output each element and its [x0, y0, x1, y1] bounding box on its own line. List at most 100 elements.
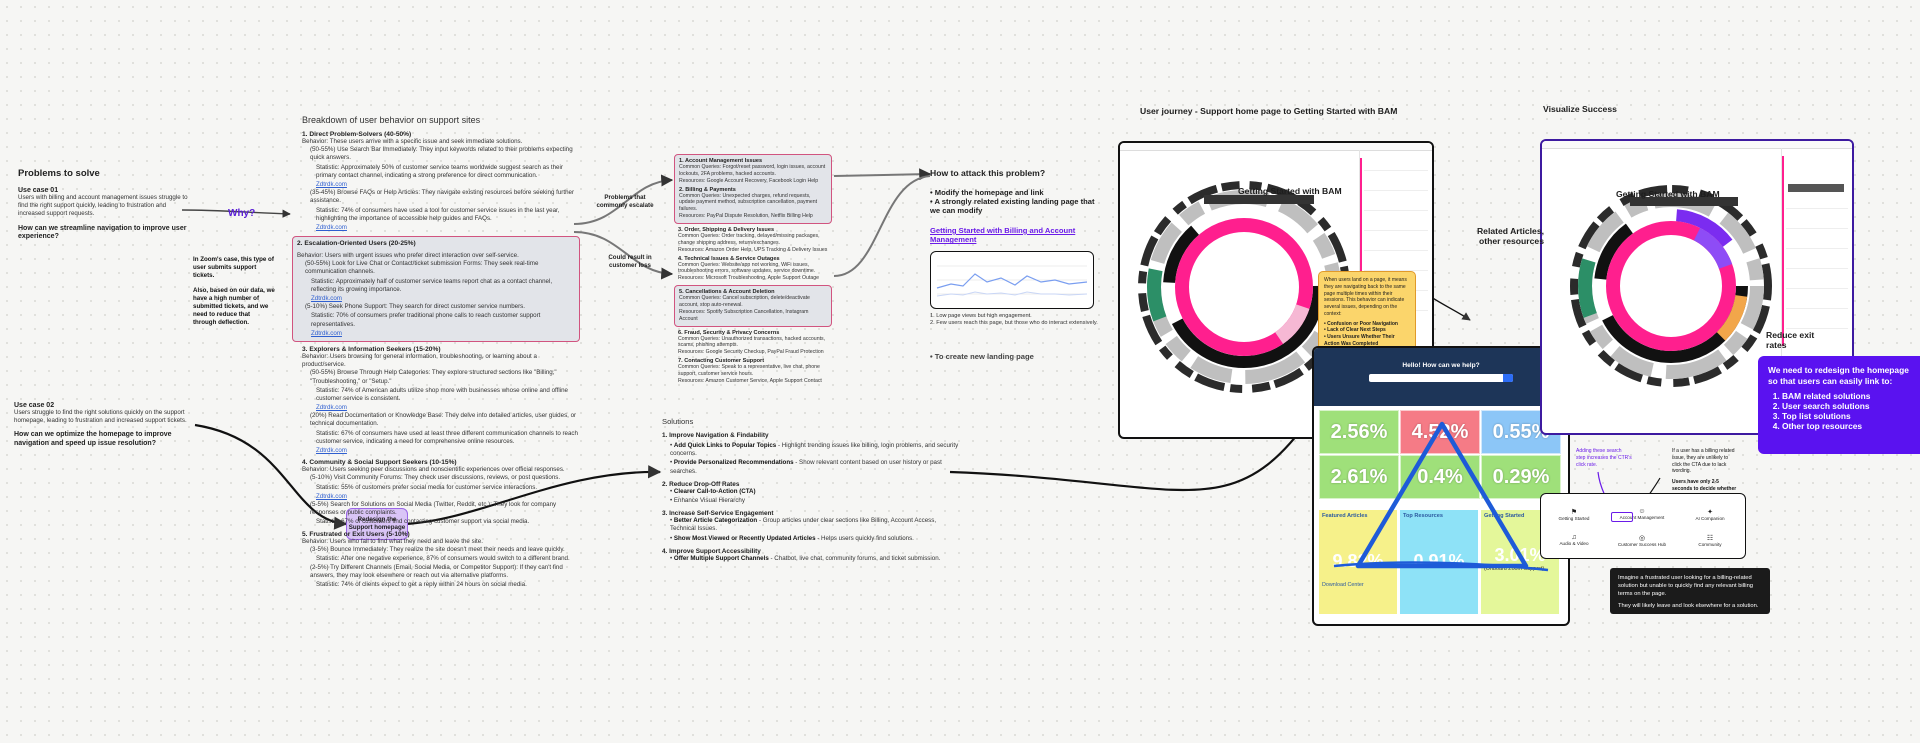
- solutions-panel: Solutions 1. Improve Navigation & Findab…: [662, 417, 962, 564]
- getting-started-title: Getting Started: [1484, 513, 1525, 519]
- featured-articles-title: Featured Articles: [1322, 513, 1368, 519]
- segment-5-body: Behavior: Users who fail to find what th…: [302, 537, 483, 545]
- source-link[interactable]: Zdtrdk.com: [316, 447, 347, 454]
- solution-4-bullet-1-label: Offer Multiple Support Channels: [673, 554, 769, 562]
- sparkline-chart: [936, 265, 1088, 297]
- category-cards-frame: ⚑Getting Started ☺Account Management ✦AI…: [1540, 493, 1746, 559]
- solution-2-title: 2. Reduce Drop-Off Rates: [662, 480, 740, 488]
- success-title: Visualize Success: [1543, 104, 1617, 114]
- redesign-homepage-card[interactable]: Redesign the Support homepage: [346, 508, 408, 540]
- attack-bullet-3-text: To create new landing page: [934, 351, 1034, 361]
- success-chart-label: Getting Started with BAM: [1616, 189, 1720, 199]
- people-icon: ☷: [1706, 535, 1714, 542]
- journey-callout-b2-text: Lack of Clear Next Steps: [1327, 327, 1386, 334]
- solution-3-bullet-2: • Show Most Viewed or Recently Updated A…: [670, 534, 914, 542]
- redesign-homepage-label: Redesign the Support homepage: [348, 516, 406, 531]
- solution-1-bullet-1-label: Add Quick Links to Popular Topics: [673, 442, 777, 449]
- segment-4-stat: Statistic: 55% of customers prefer socia…: [316, 483, 538, 491]
- problems-panel: Problems to solve Use case 01 Users with…: [18, 168, 190, 242]
- journey-title: User journey - Support home page to Gett…: [1140, 106, 1398, 116]
- purple-note: Adding these search step increases the C…: [1576, 448, 1632, 468]
- issue-3-body: Common Queries: Order tracking, delayed/…: [678, 233, 820, 246]
- issue-4-body: Common Queries: Website/app not working,…: [678, 261, 816, 275]
- solution-2-bullet-2: • Enhance Visual Hierarchy: [670, 496, 745, 504]
- segment-1-body: Behavior: These users arrive with a spec…: [302, 138, 523, 145]
- attack-bullet-3: • To create new landing page: [930, 351, 1034, 361]
- attack-bullet-1-text: Modify the homepage and link: [934, 188, 1044, 197]
- issue-5-title: 5. Cancellations & Account Deletion: [679, 289, 775, 296]
- homepage-search-input[interactable]: [1369, 374, 1513, 382]
- segment-5-bullet: (3-5%) Bounce Immediately: They realize …: [310, 545, 565, 553]
- source-link[interactable]: Zdtrdk.com: [316, 492, 347, 500]
- solution-4-bullet-1: • Offer Multiple Support Channels - Chat…: [670, 554, 941, 562]
- solution-1-bullet-1-desc: - Highlight trending issues like billing…: [670, 442, 959, 458]
- segment-3-body: Behavior: Users browsing for general inf…: [302, 352, 537, 369]
- issue-2-title: 2. Billing & Payments: [679, 186, 736, 193]
- download-center-link[interactable]: Download Center: [1322, 582, 1364, 588]
- breakdown-title: Breakdown of user behavior on support si…: [302, 115, 481, 125]
- redesign-callout: We need to redesign the homepage so that…: [1758, 356, 1920, 454]
- solution-2-bullet-2-label: Enhance Visual Hierarchy: [673, 496, 745, 504]
- issue-1-highlight: 1. Account Management Issues Common Quer…: [674, 154, 832, 225]
- solution-4-bullet-1-desc: - Chatbot, live chat, community forums, …: [768, 554, 941, 562]
- headphones-icon: ♫: [1571, 534, 1577, 541]
- issue-3-4: 3. Order, Shipping & Delivery Issues Com…: [674, 227, 832, 282]
- solution-3-title: 3. Increase Self-Service Engagement: [662, 510, 774, 518]
- segment-1-bullet: (35-45%) Browse FAQs or Help Articles: T…: [310, 189, 575, 205]
- source-link[interactable]: Zdtrdk.com: [316, 223, 347, 231]
- solution-1-bullet-2: • Provide Personalized Recommendations -…: [670, 459, 942, 475]
- attack-bullet-2: • A strongly related existing landing pa…: [930, 197, 1095, 216]
- redesign-callout-list: BAM related solutions User search soluti…: [1768, 391, 1910, 431]
- redesign-callout-item: Top list solutions: [1782, 411, 1910, 421]
- use-case-2-title: Use case 02: [14, 402, 55, 409]
- journey-callout: When users land on a page, it means they…: [1318, 271, 1416, 354]
- segment-2-body: Behavior: Users with urgent issues who p…: [297, 252, 519, 260]
- reduce-exit-label: Reduce exit rates: [1766, 330, 1815, 351]
- segment-2-title: 2. Escalation-Oriented Users (20-25%): [297, 240, 416, 248]
- category-card[interactable]: ♫Audio & Video: [1549, 534, 1599, 546]
- search-icon[interactable]: [1503, 374, 1513, 382]
- category-card-label: Customer Success Hub: [1617, 542, 1667, 547]
- source-link[interactable]: Zdtrdk.com: [316, 180, 347, 188]
- source-link[interactable]: Zdtrdk.com: [311, 295, 342, 302]
- hub-icon: ◎: [1638, 535, 1646, 542]
- redesign-callout-title: We need to redesign the homepage so that…: [1768, 365, 1909, 386]
- segment-1-stat: Statistic: Approximately 50% of customer…: [316, 163, 563, 179]
- bam-landing-link[interactable]: Getting Started with Billing and Account…: [930, 225, 1076, 245]
- category-card[interactable]: ◎Customer Success Hub: [1617, 534, 1667, 547]
- segment-1-title: 1. Direct Problem-Solvers (40-50%): [302, 131, 412, 138]
- category-card-label: Getting Started: [1558, 516, 1590, 521]
- source-link[interactable]: Zdtrdk.com: [316, 404, 347, 412]
- category-card-label: AI Companion: [1695, 516, 1725, 521]
- solution-1-title: 1. Improve Navigation & Findability: [662, 432, 769, 439]
- issue-1-title: 1. Account Management Issues: [679, 158, 763, 164]
- category-card[interactable]: ☺Account Management: [1617, 508, 1667, 520]
- attack-panel: How to attack this problem? • Modify the…: [930, 168, 1100, 361]
- category-card[interactable]: ⚑Getting Started: [1549, 508, 1599, 521]
- segment-4-bullet: (5-5%) Search for Solutions on Social Me…: [310, 500, 557, 517]
- segment-2-highlight: 2. Escalation-Oriented Users (20-25%) Be…: [292, 236, 580, 342]
- redesign-callout-item: BAM related solutions: [1782, 391, 1910, 401]
- segment-3-stat: Statistic: 67% of consumers have used at…: [316, 429, 578, 445]
- category-card[interactable]: ☷Community: [1685, 534, 1735, 547]
- solution-1-bullet-2-desc: - Show relevant content based on user hi…: [670, 459, 942, 475]
- solution-2-bullet-1-label: Clearer Call-to-Action (CTA): [673, 487, 756, 495]
- heat-tile: 0.4%: [1400, 455, 1480, 499]
- success-side-list: [1781, 148, 1852, 433]
- zoom-note-2: Also, based on our data, we have a high …: [193, 286, 275, 327]
- category-card[interactable]: ✦AI Companion: [1685, 508, 1735, 521]
- category-card-label: Community: [1698, 542, 1722, 547]
- category-card-label: Audio & Video: [1559, 541, 1589, 546]
- issue-5-resources: Resources: Spotify Subscription Cancella…: [679, 308, 809, 322]
- journey-toolbar: [1120, 143, 1432, 151]
- attack-bullet-1: • Modify the homepage and link: [930, 188, 1044, 197]
- issue-7-resources: Resources: Amazon Customer Service, Appl…: [678, 377, 822, 384]
- zoom-note-1: In Zoom's case, this type of user submit…: [193, 256, 274, 280]
- getting-started-sub: (Onboard Zoom Support): [1484, 566, 1545, 572]
- journey-callout-b3: • Users Unsure Whether Their Action Was …: [1324, 334, 1395, 347]
- why-label: Why?: [228, 208, 256, 219]
- heat-tile: 2.56%: [1319, 410, 1399, 454]
- segment-1-bullet: (50-55%) Use Search Bar Immediately: The…: [310, 146, 573, 162]
- source-link[interactable]: Zdtrdk.com: [311, 329, 342, 337]
- tooltip-text-1: Imagine a frustrated user looking for a …: [1618, 575, 1754, 598]
